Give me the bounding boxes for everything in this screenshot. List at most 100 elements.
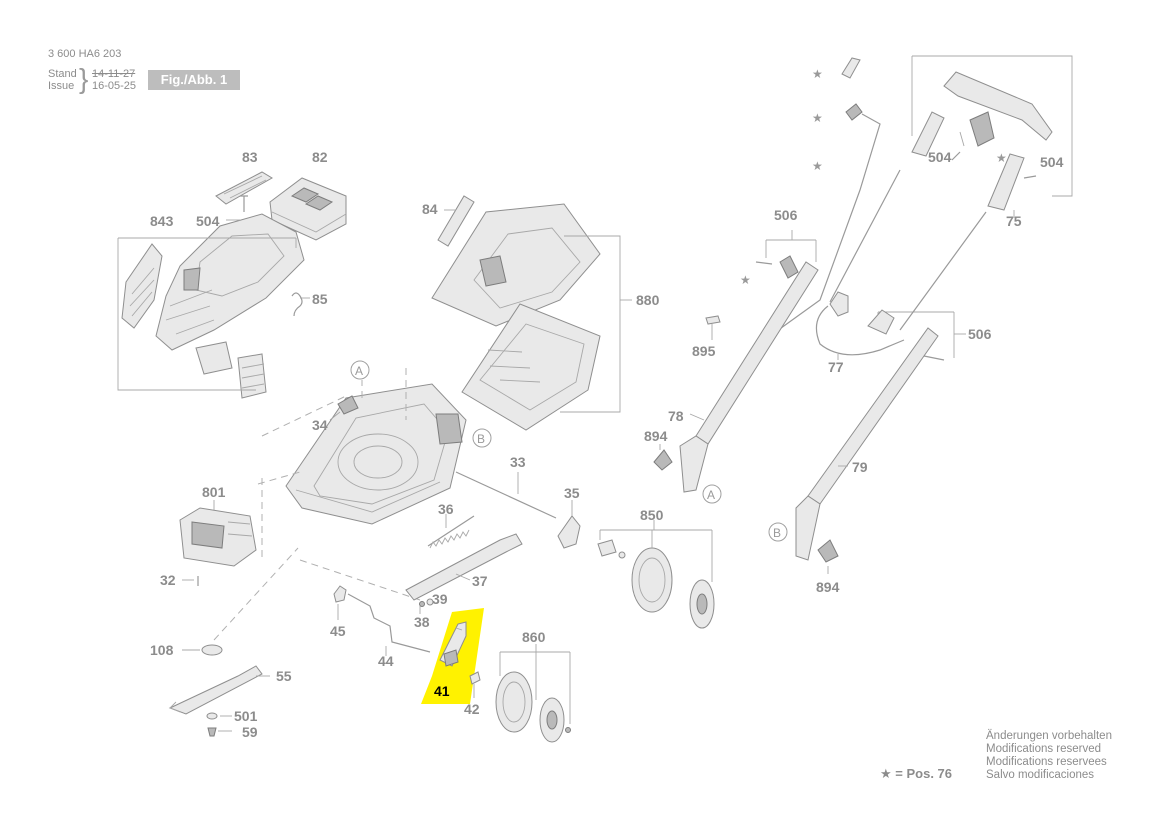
part-59-bolt[interactable] bbox=[207, 727, 217, 737]
label-part-34: 34 bbox=[312, 417, 328, 433]
part-77-crossbar[interactable] bbox=[815, 305, 905, 356]
label-part-33: 33 bbox=[510, 454, 526, 470]
part-843-top-cover[interactable] bbox=[155, 213, 305, 351]
deck-housing[interactable] bbox=[285, 383, 467, 525]
label-part-42: 42 bbox=[464, 701, 480, 717]
callout-a-handle: A bbox=[702, 484, 722, 504]
part-76-switch[interactable] bbox=[845, 103, 863, 121]
callout-a-deck: A bbox=[350, 360, 370, 380]
label-part-83: 83 bbox=[242, 149, 258, 165]
part-506-knob-upper[interactable] bbox=[829, 291, 849, 317]
part-45-holder[interactable] bbox=[333, 585, 347, 603]
part-880-grass-box[interactable] bbox=[431, 203, 601, 431]
label-part-84: 84 bbox=[422, 201, 438, 217]
part-501-washer[interactable] bbox=[206, 712, 218, 720]
issue-date: 16-05-25 bbox=[92, 80, 137, 92]
part-801-motor[interactable] bbox=[179, 507, 257, 567]
label-part-32: 32 bbox=[160, 572, 176, 588]
part-504-screw[interactable] bbox=[240, 195, 248, 212]
label-part-501: 501 bbox=[234, 708, 258, 724]
part-36-spring[interactable] bbox=[427, 515, 475, 547]
stand-date: 14-11-27 bbox=[92, 68, 136, 80]
label-part-55: 55 bbox=[276, 668, 292, 684]
part-78-lower-handle[interactable] bbox=[679, 261, 819, 493]
label-part-77: 77 bbox=[828, 359, 844, 375]
stand-label: Stand bbox=[48, 68, 77, 80]
label-part-504: 504 bbox=[196, 213, 220, 229]
label-part-843: 843 bbox=[150, 213, 174, 229]
part-33-rod[interactable] bbox=[455, 471, 557, 519]
label-part-82: 82 bbox=[312, 149, 328, 165]
label-part-39: 39 bbox=[432, 591, 448, 607]
label-part-504-upper: 504 bbox=[928, 149, 952, 165]
part-44-rod[interactable] bbox=[347, 593, 431, 653]
part-895-pin[interactable] bbox=[705, 315, 721, 325]
star-icon: ★ bbox=[740, 273, 751, 287]
part-39-washer[interactable] bbox=[426, 598, 434, 606]
callout-b-deck: B bbox=[472, 428, 492, 448]
star-icon: ★ bbox=[812, 67, 823, 81]
label-part-41: 41 bbox=[434, 683, 450, 699]
label-part-35: 35 bbox=[564, 485, 580, 501]
part-504-screw-right[interactable] bbox=[1023, 175, 1037, 179]
label-part-895: 895 bbox=[692, 343, 716, 359]
part-34-clip[interactable] bbox=[337, 395, 359, 415]
label-part-894-upper: 894 bbox=[644, 428, 668, 444]
star-icon: ★ bbox=[812, 111, 823, 125]
part-506-knob-lower[interactable] bbox=[867, 309, 895, 335]
part-38-nut[interactable] bbox=[419, 601, 425, 607]
figure-label: Fig./Abb. 1 bbox=[148, 70, 240, 90]
label-part-801: 801 bbox=[202, 484, 226, 500]
part-41-height-lever[interactable] bbox=[439, 621, 467, 667]
part-506-bolt-lower[interactable] bbox=[923, 355, 945, 361]
label-part-504-right: 504 bbox=[1040, 154, 1064, 170]
part-35-bracket[interactable] bbox=[557, 515, 581, 549]
label-part-44: 44 bbox=[378, 653, 394, 669]
label-part-860: 860 bbox=[522, 629, 546, 645]
part-504-screw-upper[interactable] bbox=[951, 151, 961, 161]
part-85-spring[interactable] bbox=[291, 292, 303, 317]
svg-text:A: A bbox=[707, 488, 715, 502]
part-108-washer[interactable] bbox=[201, 644, 223, 656]
part-75-upper-handle[interactable] bbox=[911, 71, 1053, 211]
star-icon: ★ bbox=[996, 151, 1007, 165]
part-894-adjuster-a[interactable] bbox=[653, 449, 673, 471]
part-37-lever[interactable] bbox=[405, 533, 523, 601]
svg-text:A: A bbox=[355, 364, 363, 378]
issue-label: Issue bbox=[48, 80, 75, 92]
label-part-108: 108 bbox=[150, 642, 174, 658]
part-843-small-grille bbox=[237, 353, 267, 399]
label-part-880: 880 bbox=[636, 292, 660, 308]
legend: ★ = Pos. 76 bbox=[880, 766, 952, 782]
label-part-75: 75 bbox=[1006, 213, 1022, 229]
label-part-78: 78 bbox=[668, 408, 684, 424]
label-part-79: 79 bbox=[852, 459, 868, 475]
label-part-37: 37 bbox=[472, 573, 488, 589]
part-506-clamp-upper[interactable] bbox=[779, 255, 799, 279]
part-894-adjuster-b[interactable] bbox=[817, 539, 839, 563]
label-part-894-lower: 894 bbox=[816, 579, 840, 595]
part-843-flap bbox=[195, 341, 233, 375]
label-part-36: 36 bbox=[438, 501, 454, 517]
label-part-850: 850 bbox=[640, 507, 664, 523]
label-part-506-upper: 506 bbox=[774, 207, 798, 223]
part-843-left-grille[interactable] bbox=[121, 243, 163, 329]
note-fr: Modifications reservees bbox=[986, 756, 1107, 768]
part-55-blade[interactable] bbox=[168, 665, 263, 715]
star-icon: ★ bbox=[880, 766, 892, 781]
part-850-wheel[interactable] bbox=[597, 539, 715, 629]
part-83-handle-cap[interactable] bbox=[215, 171, 273, 205]
callout-b-handle: B bbox=[768, 522, 788, 542]
part-506-bolt[interactable] bbox=[755, 261, 773, 265]
svg-text:B: B bbox=[477, 432, 485, 446]
part-84-grip[interactable] bbox=[437, 195, 475, 247]
part-42-pin[interactable] bbox=[469, 671, 481, 685]
part-79-lower-handle[interactable] bbox=[795, 327, 939, 561]
part-82-battery[interactable] bbox=[269, 177, 347, 241]
brace-icon: } bbox=[79, 63, 89, 94]
label-part-45: 45 bbox=[330, 623, 346, 639]
part-860-wheel[interactable] bbox=[495, 671, 571, 743]
part-76-cable-end[interactable] bbox=[841, 57, 861, 79]
part-76-cable[interactable] bbox=[733, 113, 881, 377]
